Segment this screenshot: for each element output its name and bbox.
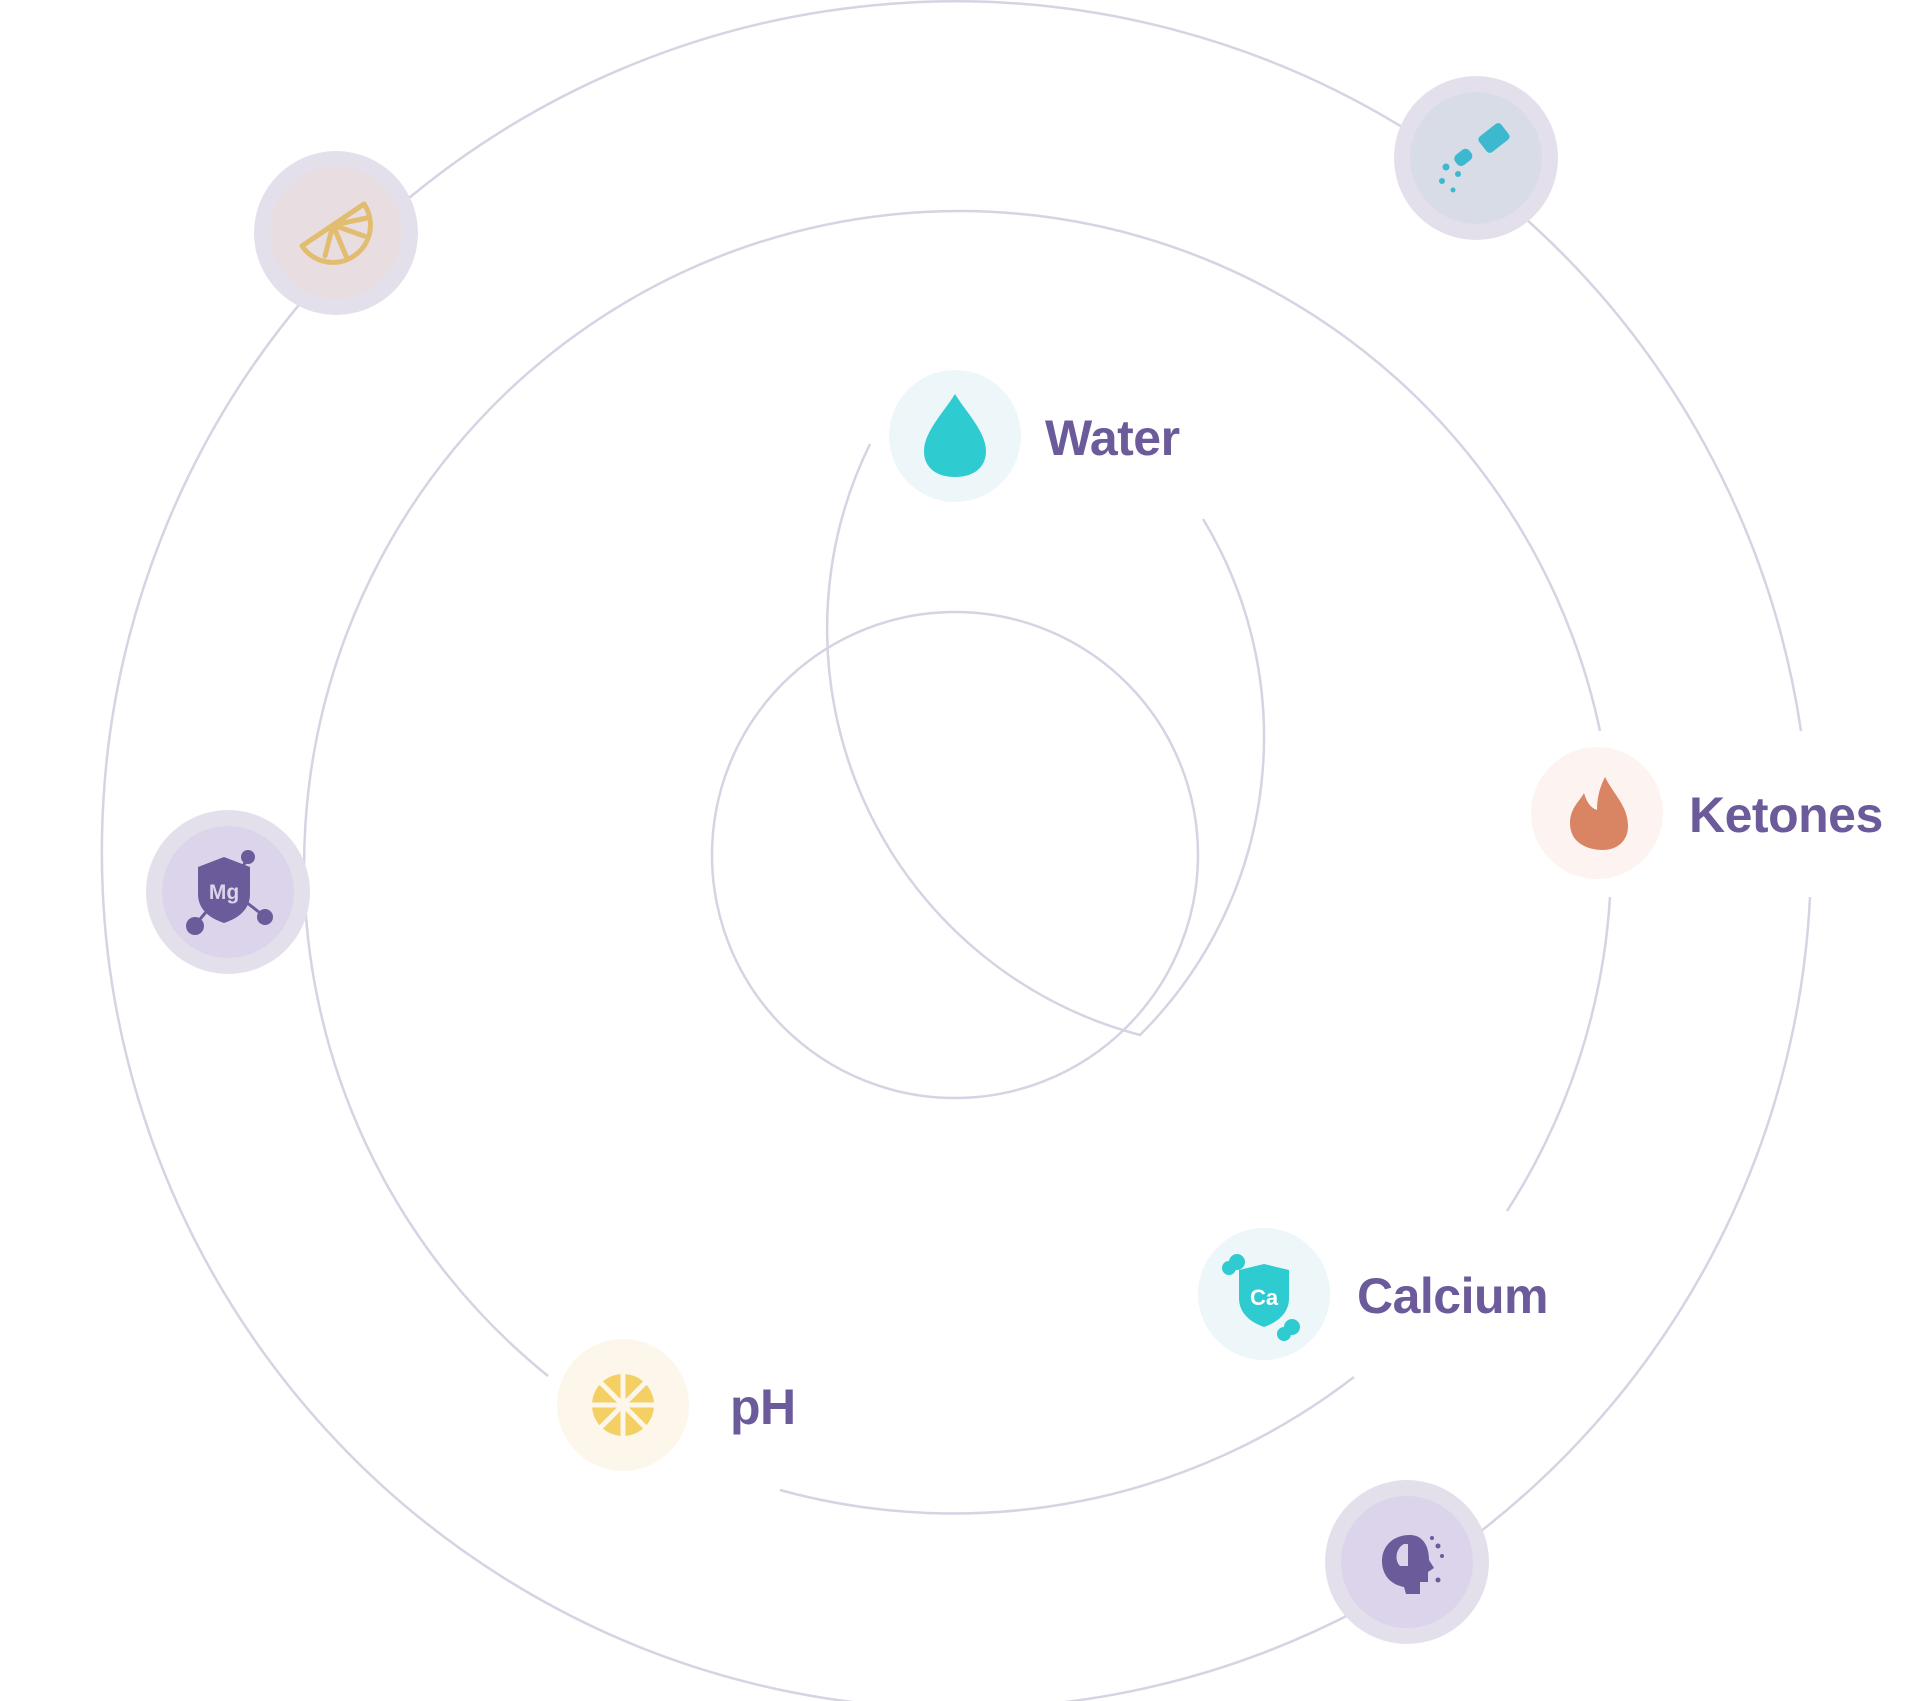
- salt-shaker-icon: [1439, 123, 1510, 193]
- magnesium-shield-icon: Mg: [186, 850, 273, 935]
- ketones-label: Ketones: [1689, 787, 1883, 843]
- citrus-slice-icon: [589, 1371, 657, 1439]
- flame-icon: [1570, 777, 1628, 850]
- ph-node[interactable]: pH: [557, 1339, 796, 1471]
- orbit-ring-2: [825, 443, 1266, 1037]
- orbit-ring-3: [302, 209, 1612, 1515]
- brain-node[interactable]: [1325, 1480, 1489, 1644]
- magnesium-node[interactable]: Mg: [146, 810, 310, 974]
- water-node[interactable]: Water: [889, 370, 1180, 502]
- calcium-symbol: Ca: [1250, 1285, 1279, 1310]
- lemon-wedge-icon: [299, 201, 373, 265]
- orbit-ring-1: [710, 610, 1200, 1100]
- orbit-ring-4: [100, 0, 1812, 1701]
- water-drop-icon: [924, 394, 986, 477]
- ph-label: pH: [730, 1379, 796, 1435]
- calcium-shield-icon: Ca: [1222, 1254, 1300, 1341]
- water-label: Water: [1045, 410, 1180, 466]
- calcium-node[interactable]: Ca Calcium: [1198, 1228, 1549, 1360]
- calcium-label: Calcium: [1357, 1268, 1548, 1324]
- magnesium-symbol: Mg: [209, 881, 239, 904]
- lemon-node[interactable]: [254, 151, 418, 315]
- brain-head-icon: [1382, 1535, 1444, 1594]
- salt-node[interactable]: [1394, 76, 1558, 240]
- ketones-node[interactable]: Ketones: [1531, 747, 1883, 879]
